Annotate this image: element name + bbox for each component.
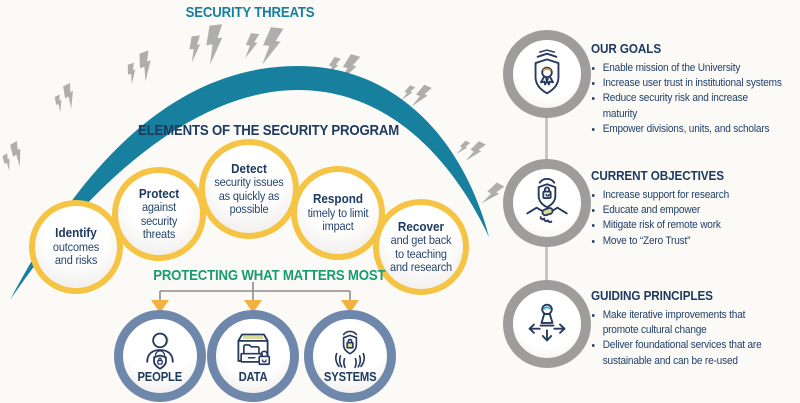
bullet-list: Make iterative improvements that promote… (591, 308, 774, 369)
element-desc: against security threats (140, 200, 178, 241)
bullet-item: Deliver foundational services that are s… (603, 338, 774, 368)
asset-circle-systems: SYSTEMS (304, 310, 396, 402)
element-circle-recover: Recover and get back to teaching and res… (373, 199, 469, 295)
section-title: GUIDING PRINCIPLES (591, 288, 713, 303)
section-our-goals: OUR GOALS Enable mission of the Universi… (591, 41, 782, 137)
bullet-item: Increase support for research (603, 188, 782, 203)
asset-label: DATA (238, 369, 268, 384)
protecting-title: PROTECTING WHAT MATTERS MOST (153, 267, 386, 284)
objectives-circle (503, 159, 591, 247)
asset-circle-people: PEOPLE (114, 310, 206, 402)
security-arc-shape (10, 66, 489, 300)
asset-label: PEOPLE (137, 369, 183, 384)
bullet-item: Make iterative improvements that promote… (603, 308, 774, 338)
bullet-list: Increase support for research Educate an… (591, 188, 782, 249)
bracket-connector (151, 282, 359, 313)
element-desc: and get back to teaching and research (390, 233, 452, 274)
shield-handshake-icon (526, 178, 568, 223)
bullet-item: Empower divisions, units, and scholars (603, 122, 782, 137)
element-title: Recover (397, 218, 445, 234)
hands-holding-shield-icon (335, 330, 365, 368)
element-title: Identify (55, 225, 97, 241)
asset-circle-data: DATA (207, 310, 299, 402)
asset-label: SYSTEMS (323, 369, 377, 384)
element-circle-respond: Respond timely to limit impact (291, 166, 385, 260)
element-desc: outcomes and risks (52, 239, 100, 268)
element-circle-protect: Protect against security threats (112, 167, 206, 261)
security-threats-title: SECURITY THREATS (185, 4, 315, 21)
person-lock-badge-icon (146, 332, 174, 370)
element-circle-identify: Identify outcomes and risks (29, 200, 123, 294)
program-title: ELEMENTS OF THE SECURITY PROGRAM (138, 122, 400, 139)
element-title: Protect (138, 185, 180, 201)
element-desc: timely to limit impact (307, 205, 369, 234)
section-current-objectives: CURRENT OBJECTIVES Increase support for … (591, 168, 782, 249)
file-cabinet-lock-icon (237, 333, 271, 365)
principles-circle (503, 280, 591, 368)
element-title: Respond (312, 191, 364, 207)
goals-circle (503, 30, 591, 118)
bullet-item: Increase user trust in institutional sys… (603, 76, 782, 91)
down-arrow-icon (151, 300, 359, 313)
bullet-item: Move to “Zero Trust” (603, 234, 782, 249)
strategy-pawn-arrows-icon (528, 303, 566, 342)
bullet-item: Enable mission of the University (603, 61, 782, 76)
bullet-item: Educate and empower (603, 203, 782, 218)
element-title: Detect (231, 160, 267, 176)
bullet-item: Reduce security risk and increase maturi… (603, 91, 782, 121)
section-title: CURRENT OBJECTIVES (591, 168, 724, 183)
shield-award-icon (534, 49, 560, 95)
section-title: OUR GOALS (591, 41, 662, 56)
element-desc: security issues as quickly as possible (214, 175, 284, 216)
element-circle-detect: Detect security issues as quickly as pos… (199, 139, 299, 239)
bullet-item: Mitigate risk of remote work (603, 218, 782, 233)
section-guiding-principles: GUIDING PRINCIPLES Make iterative improv… (591, 288, 782, 369)
bullet-list: Enable mission of the University Increas… (591, 61, 782, 137)
